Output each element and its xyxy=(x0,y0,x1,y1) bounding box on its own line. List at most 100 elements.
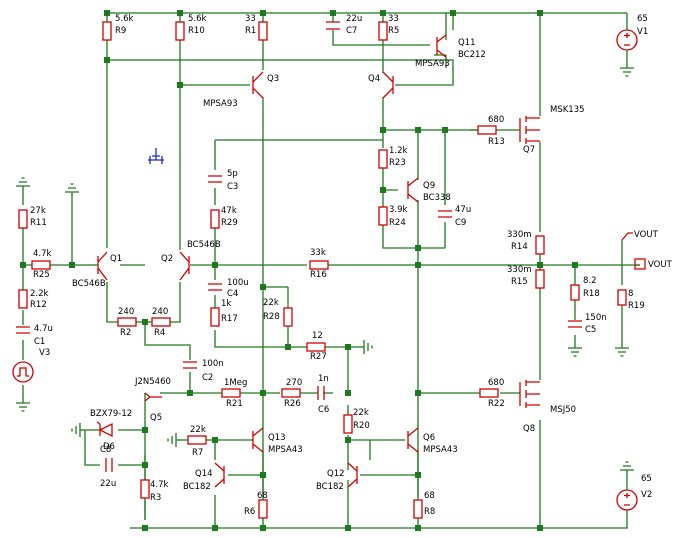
v2-value: 65 xyxy=(641,474,652,484)
r9-value: 5.6k xyxy=(115,14,134,24)
q4-part: MPSA93 xyxy=(415,59,450,69)
r26-value: 270 xyxy=(286,378,302,388)
transistor-q8 xyxy=(520,380,540,408)
zener-diode-d6 xyxy=(97,422,112,436)
ground-d6 xyxy=(72,423,85,437)
v3-ref: V3 xyxy=(39,348,50,358)
resistor-r20 xyxy=(344,415,352,433)
resistor-r27 xyxy=(307,343,325,351)
capacitor-c2 xyxy=(183,362,197,368)
resistor-r2 xyxy=(118,318,136,326)
q12-ref: Q12 xyxy=(327,469,345,479)
q4-ref: Q4 xyxy=(368,74,380,84)
c6-value: 1n xyxy=(318,374,329,384)
r28-value: 22k xyxy=(263,298,279,308)
transistor-q4 xyxy=(383,72,393,98)
resistor-r12 xyxy=(19,290,27,308)
resistor-r14 xyxy=(536,236,544,254)
q8-ref: Q8 xyxy=(523,424,535,434)
capacitor-c8 xyxy=(106,458,112,472)
c3-ref: C3 xyxy=(227,182,238,192)
ground-r7 xyxy=(168,433,180,447)
q3-ref: Q3 xyxy=(267,74,279,84)
resistor-r13 xyxy=(478,126,496,134)
transistor-q9 xyxy=(408,178,418,202)
d6-ref: D6 xyxy=(103,442,115,452)
resistor-r15 xyxy=(536,270,544,288)
c7-value: 22u xyxy=(346,14,362,24)
q1-part: BC546B xyxy=(72,279,106,289)
r10-value: 5.6k xyxy=(188,14,207,24)
r21-value: 1Meg xyxy=(224,378,247,388)
ground-blue xyxy=(148,148,164,164)
d6-part: BZX79-12 xyxy=(90,409,132,419)
capacitor-c5 xyxy=(568,321,582,327)
r29-value: 47k xyxy=(221,206,237,216)
resistor-r3 xyxy=(141,480,149,498)
c2-value: 100n xyxy=(202,359,224,369)
q2-part: BC546B xyxy=(187,240,221,250)
r18-ref: R18 xyxy=(583,289,600,299)
r11-value: 27k xyxy=(30,206,46,216)
r17-ref: R17 xyxy=(221,314,238,324)
vout-label: VOUT xyxy=(648,260,673,270)
c6-ref: C6 xyxy=(318,405,329,415)
transistor-q13 xyxy=(253,428,263,452)
transistor-q2 xyxy=(180,252,189,280)
q14-ref: Q14 xyxy=(195,469,213,479)
q7-part: MSK135 xyxy=(550,105,585,115)
q13-part: MPSA43 xyxy=(268,445,303,455)
c5-ref: C5 xyxy=(585,325,596,335)
q8-part: MSJ50 xyxy=(550,405,576,415)
capacitor-c9 xyxy=(438,211,452,217)
r1-ref: R1 xyxy=(245,26,256,36)
q5-ref: Q5 xyxy=(150,413,162,423)
transistor-q12 xyxy=(348,463,357,487)
r10-ref: R10 xyxy=(188,26,205,36)
wires xyxy=(23,13,640,528)
r5-ref: R5 xyxy=(388,26,399,36)
r12-ref: R12 xyxy=(30,300,47,310)
resistor-r28 xyxy=(284,308,292,326)
r22-value: 680 xyxy=(488,378,504,388)
q6-part: MPSA43 xyxy=(423,445,458,455)
c9-ref: C9 xyxy=(455,218,466,228)
ground-top-left xyxy=(16,178,30,190)
r19-ref: R19 xyxy=(628,301,645,311)
q2-ref: Q2 xyxy=(161,254,173,264)
resistor-r18 xyxy=(571,285,579,300)
resistor-r22 xyxy=(480,389,498,397)
r8-ref: R8 xyxy=(424,507,435,517)
q11-part: BC212 xyxy=(458,50,486,60)
r4-ref: R4 xyxy=(154,328,165,338)
capacitor-c4 xyxy=(208,284,222,290)
transistor-q5 xyxy=(145,393,162,401)
r8-value: 68 xyxy=(424,491,435,501)
resistor-r19 xyxy=(618,290,626,305)
r20-value: 22k xyxy=(353,408,369,418)
resistor-r10 xyxy=(176,22,184,40)
c7-ref: C7 xyxy=(346,26,357,36)
resistor-r23 xyxy=(379,150,387,168)
q1-ref: Q1 xyxy=(110,254,122,264)
vout-label-upper: VOUT xyxy=(634,230,659,240)
transistor-q14 xyxy=(215,463,224,487)
r24-value: 3.9k xyxy=(389,205,408,215)
r4-value: 240 xyxy=(152,307,168,317)
r27-value: 12 xyxy=(312,331,323,341)
source-v3 xyxy=(13,362,33,382)
r13-ref: R13 xyxy=(488,137,505,147)
resistor-r24 xyxy=(379,207,387,225)
resistor-r8 xyxy=(414,500,422,518)
r15-ref: R15 xyxy=(511,277,528,287)
q11-ref: Q11 xyxy=(458,38,476,48)
c5-value: 150n xyxy=(585,313,607,323)
capacitor-c7 xyxy=(326,22,340,29)
resistor-r16 xyxy=(310,261,328,269)
r2-value: 240 xyxy=(118,307,134,317)
c1-value: 4.7u xyxy=(34,324,53,334)
v1-value: 65 xyxy=(637,14,648,24)
r24-ref: R24 xyxy=(389,218,406,228)
c1-ref: C1 xyxy=(34,337,45,347)
r25-ref: R25 xyxy=(33,270,50,280)
